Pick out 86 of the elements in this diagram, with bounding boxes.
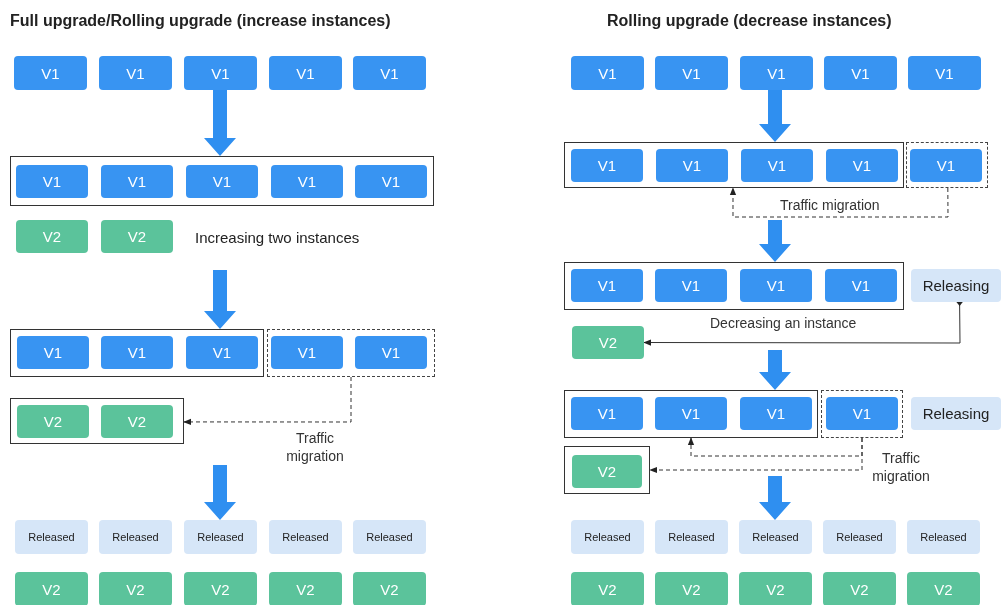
group-frame (564, 262, 904, 310)
released-box: Released (823, 520, 896, 554)
instance-box: V1 (825, 269, 897, 302)
instance-box: V1 (17, 336, 89, 369)
note-text: Increasing two instances (195, 229, 360, 246)
dashed-group-frame (821, 390, 903, 438)
new-instance-box: V2 (16, 220, 88, 253)
new-instance-box: V2 (353, 572, 426, 605)
group-frame (10, 156, 434, 206)
new-instance-box: V2 (17, 405, 89, 438)
instance-box: V1 (353, 56, 426, 90)
instance-box: V1 (269, 56, 342, 90)
instance-box: V1 (571, 397, 643, 430)
instance-box: V1 (14, 56, 87, 90)
instance-box: V1 (655, 56, 728, 90)
instance-box: V1 (656, 149, 728, 182)
block-arrow (759, 220, 791, 262)
new-instance-box: V2 (655, 572, 728, 605)
instance-box: V1 (740, 56, 813, 90)
group-frame (10, 398, 184, 444)
panel-heading: Full upgrade/Rolling upgrade (increase instances) (10, 12, 391, 30)
new-instance-box: V2 (184, 572, 257, 605)
released-box: Released (15, 520, 88, 554)
instance-box: V1 (16, 165, 88, 198)
new-instance-box: V2 (823, 572, 896, 605)
instance-box: V1 (910, 149, 982, 182)
instance-box: V1 (271, 336, 343, 369)
instance-box: V1 (826, 149, 898, 182)
instance-box: V1 (186, 165, 258, 198)
releasing-box: Releasing (911, 397, 1001, 430)
instance-box: V1 (99, 56, 172, 90)
releasing-box: Releasing (911, 269, 1001, 302)
released-box: Released (184, 520, 257, 554)
group-frame (564, 142, 904, 188)
released-box: Released (269, 520, 342, 554)
instance-box: V1 (824, 56, 897, 90)
released-box: Released (99, 520, 172, 554)
dashed-group-frame (906, 142, 988, 188)
instance-box: V1 (186, 336, 258, 369)
instance-box: V1 (271, 165, 343, 198)
instance-box: V1 (571, 56, 644, 90)
block-arrow (204, 465, 236, 520)
dashed-arrow (183, 376, 352, 426)
block-arrow (204, 90, 236, 156)
released-box: Released (907, 520, 980, 554)
group-frame (564, 390, 818, 438)
instance-box: V1 (101, 165, 173, 198)
new-instance-box: V2 (99, 572, 172, 605)
group-frame (10, 329, 264, 377)
block-arrow (204, 270, 236, 329)
instance-box: V1 (571, 269, 643, 302)
new-instance-box: V2 (571, 572, 644, 605)
instance-box: V1 (571, 149, 643, 182)
instance-box: V1 (355, 165, 427, 198)
group-frame (564, 446, 650, 494)
new-instance-box: V2 (572, 326, 644, 359)
new-instance-box: V2 (15, 572, 88, 605)
released-box: Released (739, 520, 812, 554)
edge-label: Traffic migration (780, 196, 880, 214)
block-arrow (759, 350, 791, 390)
block-arrow (759, 90, 791, 142)
new-instance-box: V2 (101, 405, 173, 438)
new-instance-box: V2 (907, 572, 980, 605)
instance-box: V1 (101, 336, 173, 369)
instance-box: V1 (655, 397, 727, 430)
block-arrow (759, 476, 791, 520)
instance-box: V1 (908, 56, 981, 90)
instance-box: V1 (184, 56, 257, 90)
dashed-arrow (729, 187, 949, 218)
new-instance-box: V2 (101, 220, 173, 253)
instance-box: V1 (355, 336, 427, 369)
new-instance-box: V2 (572, 455, 642, 488)
panel-heading: Rolling upgrade (decrease instances) (607, 12, 892, 30)
dashed-group-frame (267, 329, 435, 377)
released-box: Released (571, 520, 644, 554)
instance-box: V1 (740, 269, 812, 302)
new-instance-box: V2 (269, 572, 342, 605)
released-box: Released (353, 520, 426, 554)
instance-box: V1 (655, 269, 727, 302)
instance-box: V1 (741, 149, 813, 182)
instance-box: V1 (740, 397, 812, 430)
instance-box: V1 (826, 397, 898, 430)
dashed-arrow (649, 437, 863, 474)
released-box: Released (655, 520, 728, 554)
new-instance-box: V2 (739, 572, 812, 605)
edge-label: Decreasing an instance (710, 314, 857, 332)
